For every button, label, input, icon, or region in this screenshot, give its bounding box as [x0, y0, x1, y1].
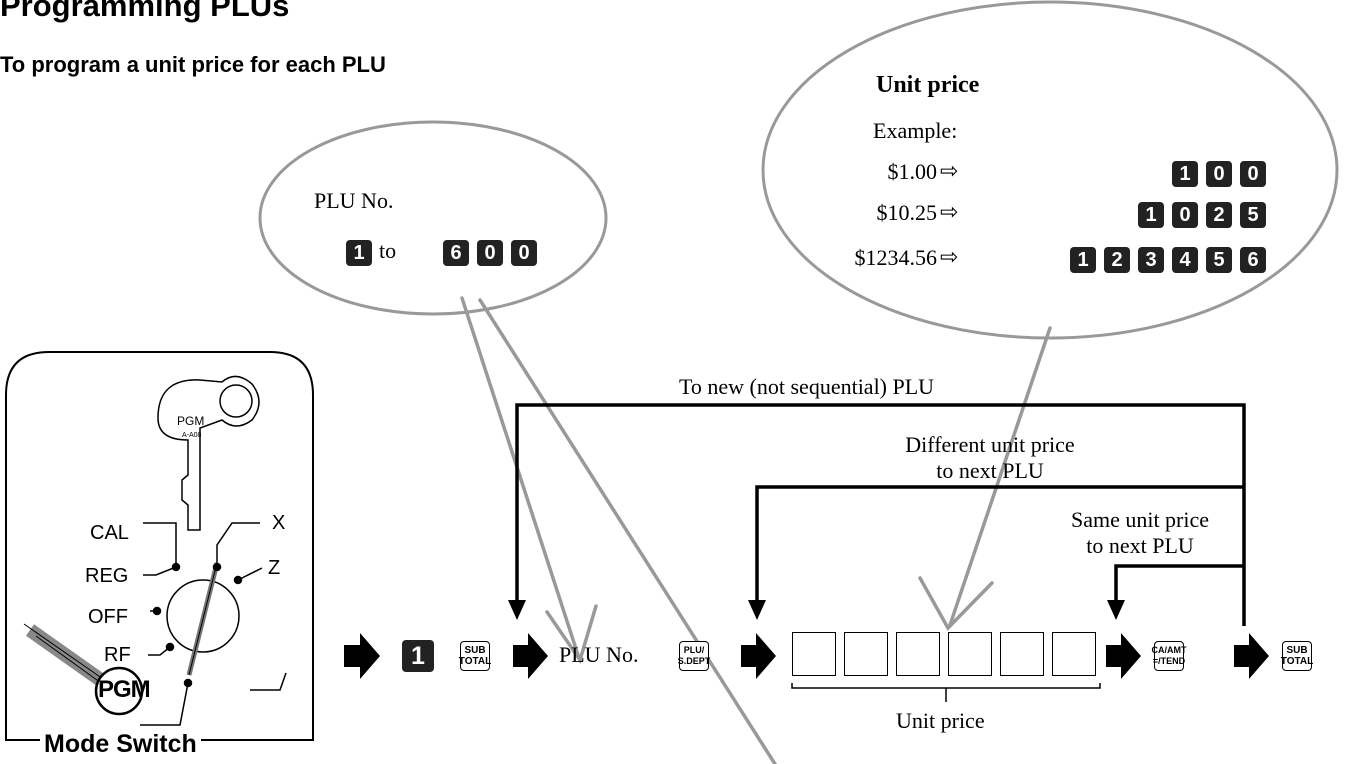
example-key: 0: [1172, 202, 1198, 228]
example-key: 1: [1138, 202, 1164, 228]
plu-range-to-key-1: 6: [443, 240, 469, 266]
mode-label-pgm: PGM: [98, 676, 151, 703]
example-amount-3: $1234.56: [854, 245, 938, 270]
plu-range-to-key-3: 0: [511, 240, 537, 266]
price-digit-box[interactable]: [844, 632, 888, 676]
key-code: A-A08: [182, 432, 202, 439]
key-icon: [157, 375, 260, 531]
callout-pointers: [460, 296, 1052, 764]
example-arrow-2: ⇨: [940, 199, 959, 224]
final-subtotal-key[interactable]: SUB TOTAL: [1280, 641, 1314, 671]
loop-lines: [515, 403, 1246, 626]
plu-bubble-label: PLU No.: [314, 188, 394, 213]
mode-switch-frame: [5, 351, 314, 741]
subtotal-key-line2: TOTAL: [458, 656, 492, 667]
example-key: 1: [1172, 161, 1198, 187]
example-key: 2: [1104, 247, 1130, 273]
mode-label-rf: RF: [104, 644, 131, 666]
mode-dial: [140, 522, 287, 726]
plu-sdept-key[interactable]: PLU/ S.DEPT: [677, 641, 711, 671]
example-key: 1: [1070, 247, 1096, 273]
example-key: 6: [1240, 247, 1266, 273]
mode-label-reg: REG: [85, 565, 129, 587]
key-label: PGM: [177, 414, 205, 428]
example-arrow-3: ⇨: [940, 244, 959, 269]
example-key: 5: [1240, 202, 1266, 228]
price-digit-box[interactable]: [948, 632, 992, 676]
pgm-circle: [94, 666, 144, 716]
price-example-label: Example:: [873, 118, 958, 143]
plu-no-label: PLU No.: [559, 642, 639, 667]
plu-range-to-key-2: 0: [477, 240, 503, 266]
plu-range-word: to: [379, 238, 397, 263]
subtotal-key-line1: SUB: [464, 645, 486, 656]
mode-label-z: Z: [268, 557, 281, 579]
plu-key-line1: PLU/: [683, 645, 705, 655]
flow-arrows: [344, 633, 1269, 679]
subtotal-key[interactable]: SUB TOTAL: [458, 641, 492, 671]
plu-key-line2: S.DEPT: [677, 656, 711, 666]
example-amount-1: $1.00: [887, 159, 938, 184]
caamt-key-line1: CA/AMT: [1151, 645, 1187, 655]
price-bubble-title: Unit price: [876, 72, 980, 98]
loop-label-new-plu: To new (not sequential) PLU: [679, 374, 935, 399]
mode-switch-title: Mode Switch: [40, 730, 201, 759]
unit-price-label: Unit price: [896, 708, 985, 733]
example-arrow-1: ⇨: [940, 158, 959, 183]
unit-price-bracket: [791, 683, 1101, 702]
plu-callout-bubble: [258, 120, 608, 316]
example-key: 4: [1172, 247, 1198, 273]
mode-label-x: X: [272, 512, 286, 534]
price-digit-box[interactable]: [792, 632, 836, 676]
loop-arrowheads: [508, 600, 1125, 620]
ca-amt-tend-key[interactable]: CA/AMT =/TEND: [1151, 641, 1187, 671]
example-key: 0: [1240, 161, 1266, 187]
loop-label-different-2: to next PLU: [936, 458, 1044, 483]
example-key: 5: [1206, 247, 1232, 273]
price-digit-box[interactable]: [1000, 632, 1044, 676]
caamt-key-line2: =/TEND: [1152, 656, 1186, 666]
final-key-line1: SUB: [1286, 645, 1308, 656]
final-key-line2: TOTAL: [1280, 656, 1314, 667]
example-amount-2: $10.25: [876, 200, 938, 225]
mode-label-cal: CAL: [90, 522, 129, 544]
price-digit-box[interactable]: [896, 632, 940, 676]
example-key: 3: [1138, 247, 1164, 273]
mode-label-off: OFF: [88, 606, 128, 628]
page-title: Programming PLUs: [0, 0, 290, 23]
price-digit-box[interactable]: [1052, 632, 1096, 676]
section-subtitle: To program a unit price for each PLU: [0, 52, 386, 77]
loop-label-same-1: Same unit price: [1070, 507, 1210, 532]
loop-label-same-2: to next PLU: [1086, 533, 1194, 558]
loop-label-different-1: Different unit price: [905, 432, 1075, 457]
step-1-key[interactable]: 1: [402, 640, 434, 672]
example-key: 2: [1206, 202, 1232, 228]
example-key: 0: [1206, 161, 1232, 187]
plu-range-from-key: 1: [346, 240, 372, 266]
